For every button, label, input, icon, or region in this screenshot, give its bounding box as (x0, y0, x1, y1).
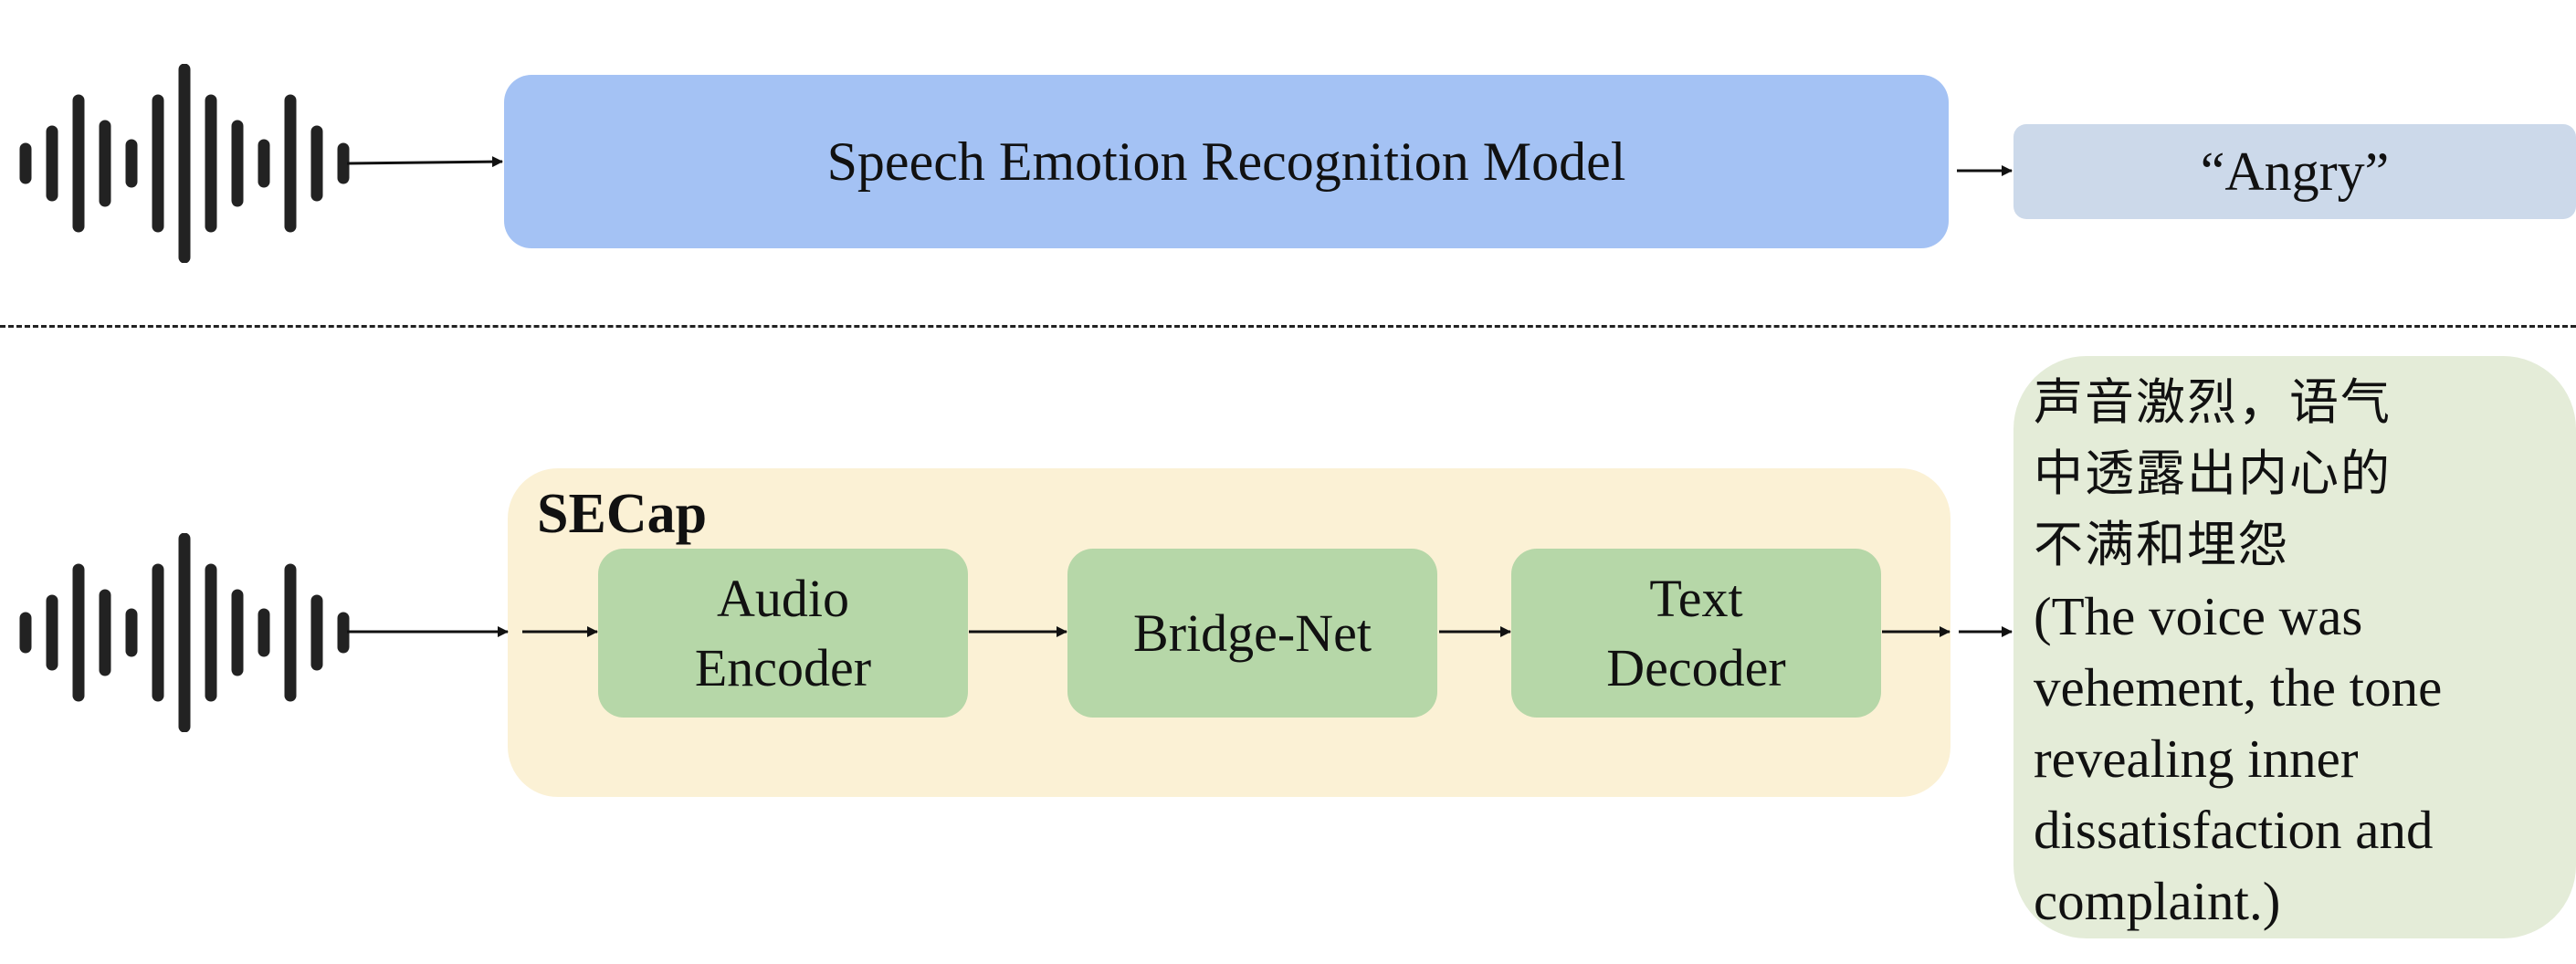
waveform-icon (19, 532, 350, 733)
caption-chinese-line: 不满和埋怨 (2034, 516, 2289, 573)
text-decoder-box: Text Decoder (1511, 549, 1881, 718)
bridge-net-label: Bridge-Net (1133, 602, 1372, 663)
emotion-output-label: “Angry” (2200, 141, 2390, 202)
secap-label: SECap (537, 483, 708, 545)
audio-encoder-line1: Audio (716, 569, 849, 629)
emotion-output-box: “Angry” (2013, 124, 2576, 219)
text-decoder-line1: Text (1649, 569, 1743, 629)
section-divider (0, 325, 2576, 328)
speech-emotion-recognition-model-box: Speech Emotion Recognition Model (504, 75, 1949, 248)
arrow-wave-to-model (346, 156, 503, 168)
caption-chinese-line: 声音激烈，语气 (2034, 373, 2392, 431)
audio-encoder-line2: Encoder (694, 637, 872, 697)
bridge-net-box: Bridge-Net (1067, 549, 1437, 718)
emotion-caption-box: 声音激烈，语气 中透露出内心的 不满和埋怨 (The voice was veh… (2013, 356, 2576, 938)
caption-chinese-line: 中透露出内心的 (2034, 445, 2392, 502)
caption-english-line: complaint.) (2034, 871, 2281, 931)
caption-english-line: revealing inner (2034, 728, 2359, 789)
waveform-icon-top (16, 63, 354, 264)
waveform-icon-bottom (16, 532, 354, 733)
audio-encoder-box: Audio Encoder (598, 549, 968, 718)
caption-english-line: vehement, the tone (2034, 657, 2443, 718)
model-label: Speech Emotion Recognition Model (826, 131, 1626, 192)
caption-english-line: dissatisfaction and (2034, 800, 2434, 860)
caption-english-line: (The voice was (2034, 586, 2363, 646)
waveform-icon (19, 63, 350, 264)
text-decoder-line2: Decoder (1606, 637, 1786, 697)
